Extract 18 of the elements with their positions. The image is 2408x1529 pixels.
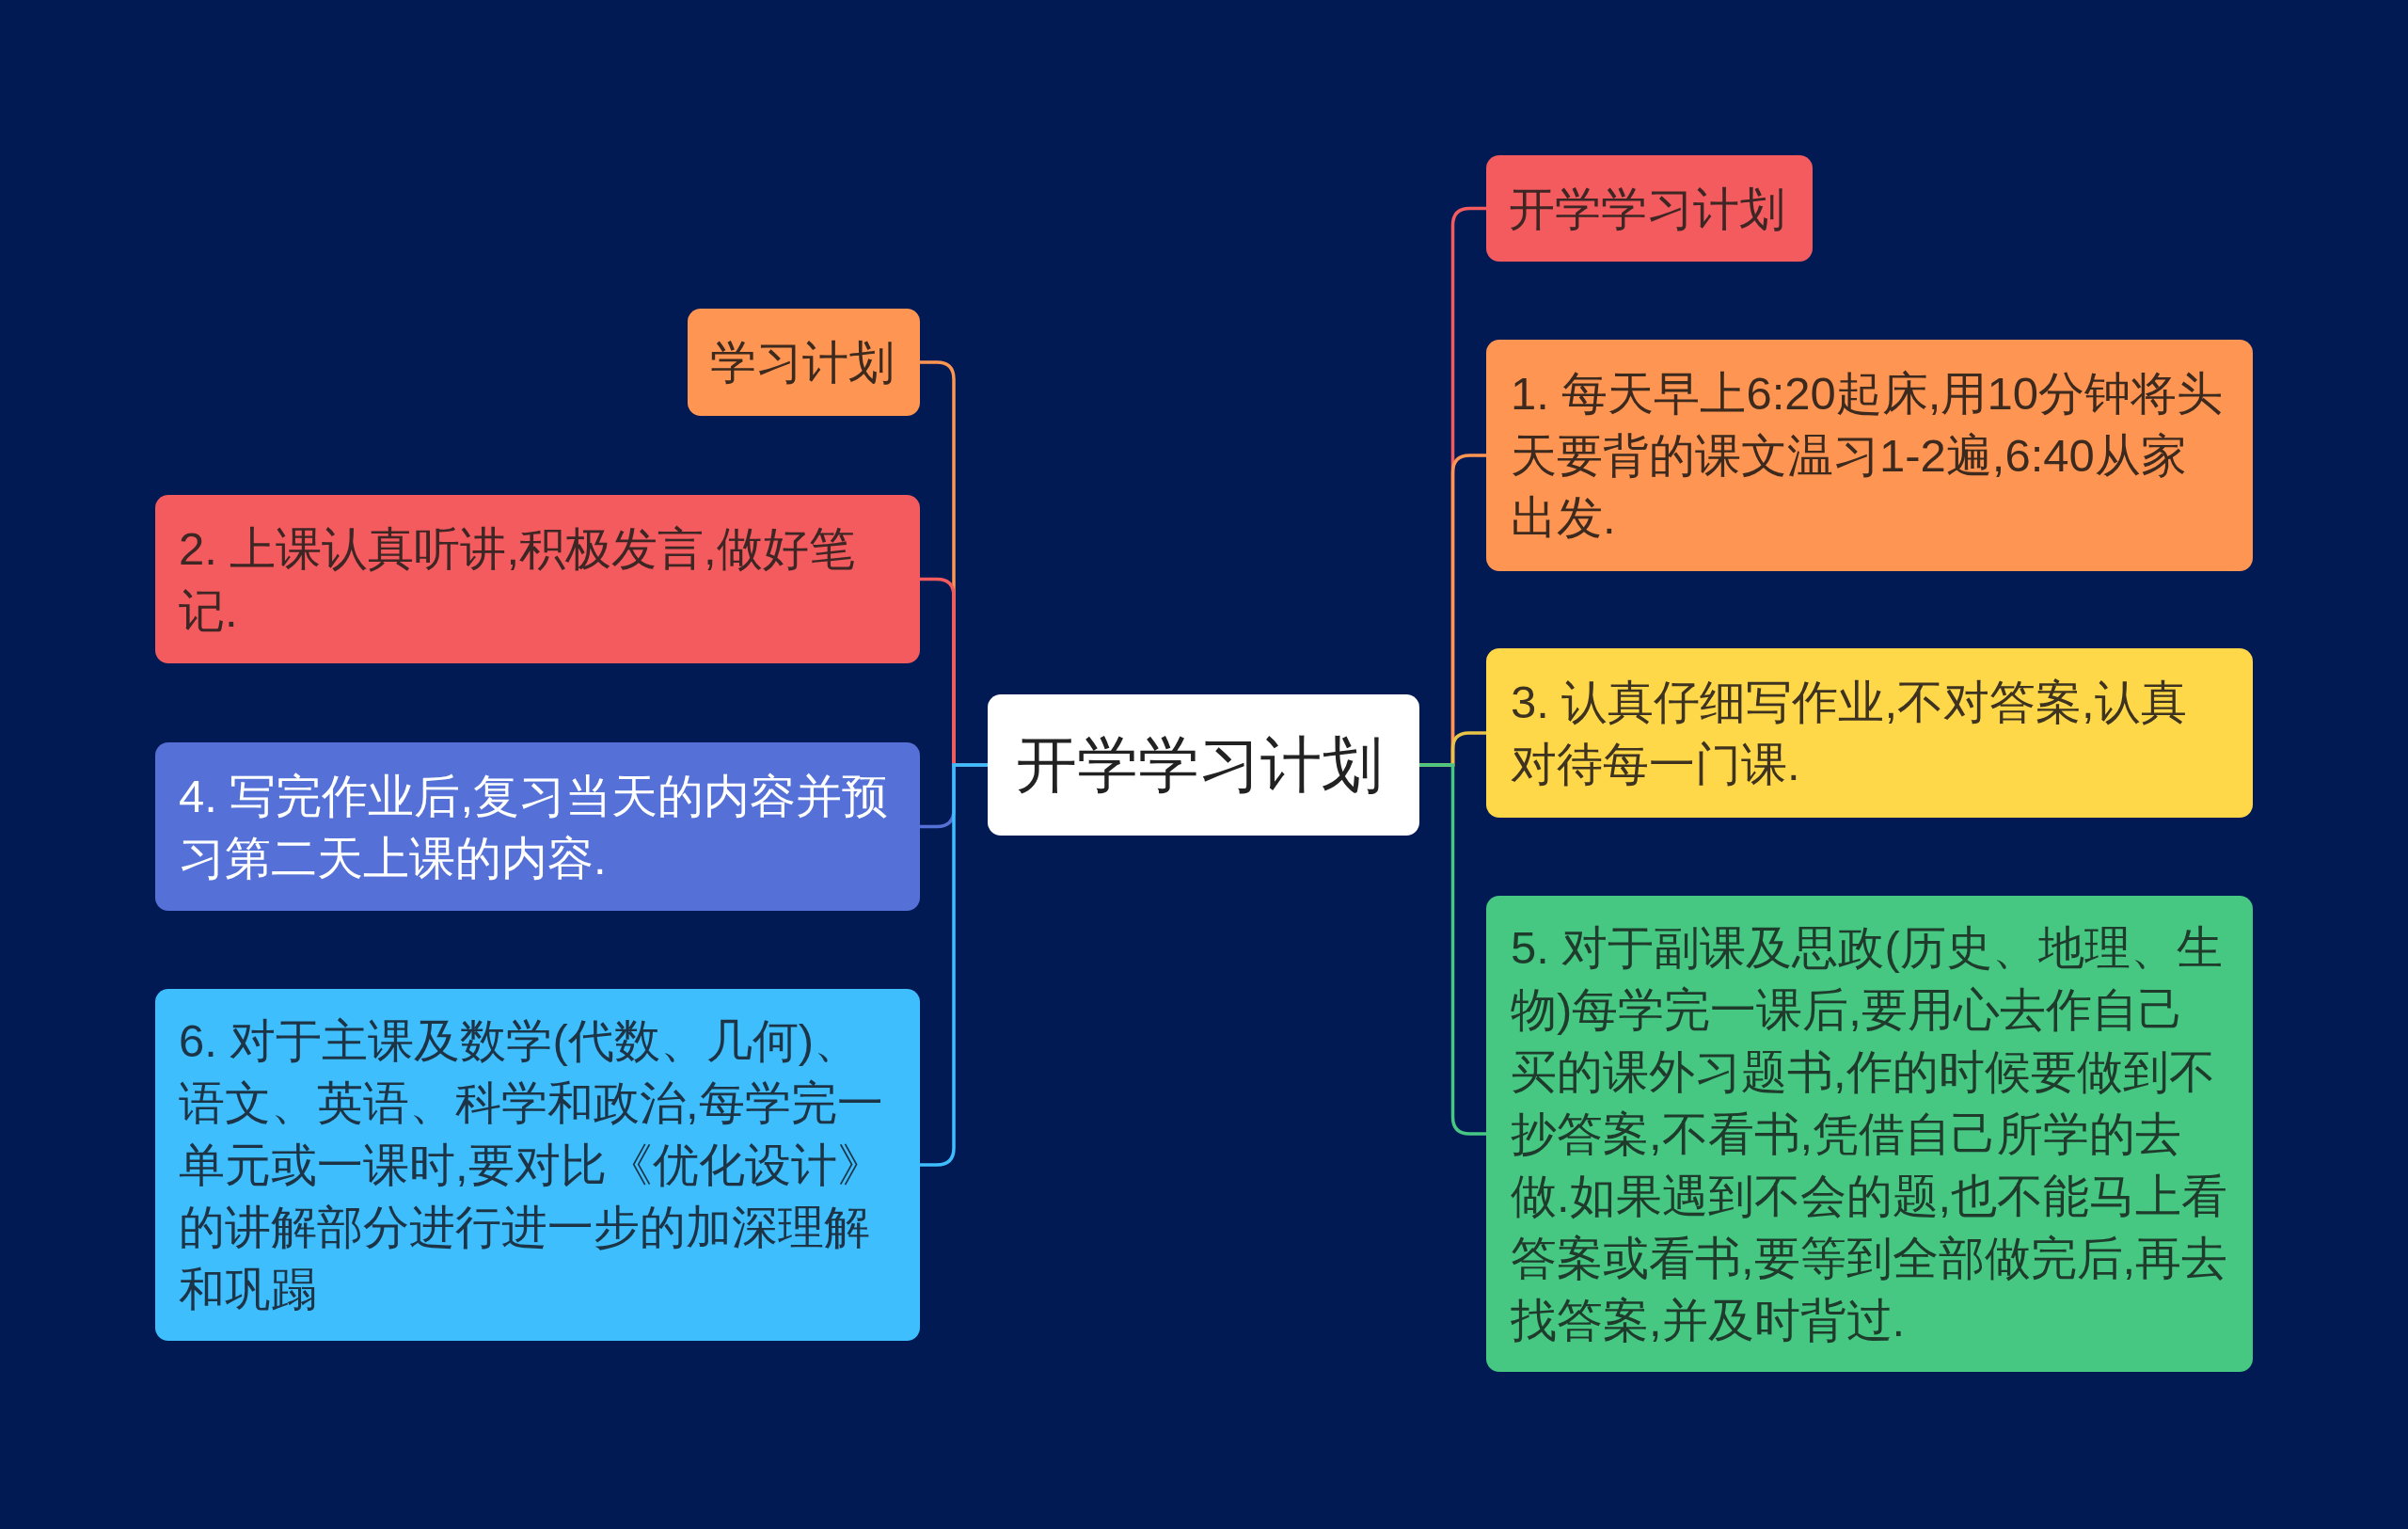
central-topic-box — [988, 694, 1419, 836]
topic-box — [155, 495, 920, 663]
topic-box — [155, 742, 920, 911]
topic-box — [688, 309, 920, 416]
topic-text: 6. 对于主课及数学(代数、几何)、语文、英语、科学和政治,每学完一单元或一课时,要对比《优化设计》的讲解部分进行进一步的加深理解和巩蹋 — [179, 1014, 884, 1316]
topic-text: 3. 认真仔细写作业,不对答案,认真对待每一门课. — [1511, 676, 2188, 791]
topic-text: 学习计划 — [710, 336, 895, 390]
topic-text: 2. 上课认真听讲,积极发言,做好笔记. — [179, 521, 856, 638]
topic-box — [1486, 648, 2253, 818]
topic-box — [1486, 155, 1813, 262]
topic-text: 4. 写完作业后,复习当天的内容并预习第二天上课的内容. — [179, 769, 890, 885]
topic-text: 5. 对于副课及思政(历史、地理、生物)每学完一课后,要用心去作自己买的课外习题书,作的时候要做到不抄答案,不看书,凭借自己所学的去做.如果遇到不会的题,也不能马上看答案或看书,要等到全部做完后,再去找答案,并及时背过. — [1511, 921, 2228, 1347]
topic-box — [1486, 340, 2253, 571]
topic-text: 1. 每天早上6:20起床,用10分钟将头天要背的课文温习1-2遍,6:40从家出发. — [1511, 367, 2224, 545]
topic-box — [155, 989, 920, 1341]
topic-text: 开学学习计划 — [1509, 182, 1785, 236]
topic-box — [1486, 896, 2253, 1372]
topic-text: 开学学习计划 — [1016, 729, 1383, 801]
